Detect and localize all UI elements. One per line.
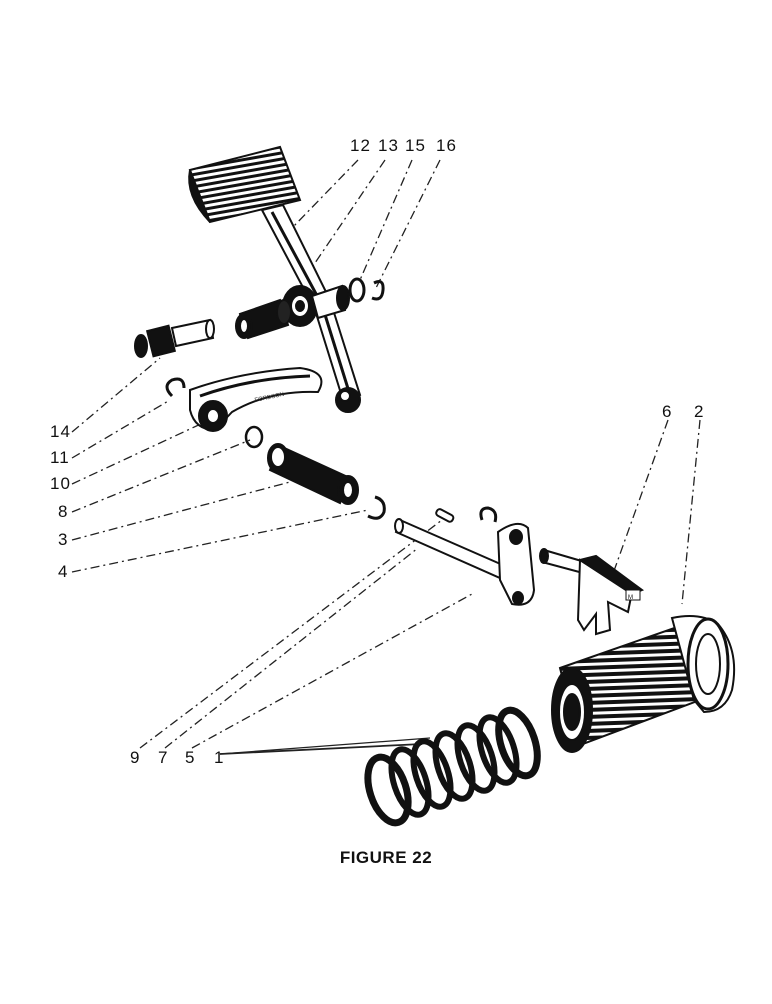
clip-5 (479, 506, 498, 523)
callout-16: 16 (436, 136, 457, 155)
callout-1: 1 (214, 748, 225, 767)
callout-14: 14 (50, 422, 71, 441)
leader-15 (359, 159, 413, 281)
bush-13 (235, 298, 292, 340)
washer-15 (348, 277, 366, 303)
splined-sleeve-2 (551, 615, 736, 753)
leader-6 (609, 419, 669, 583)
lever-10: FORDSON (189, 366, 323, 432)
clip-11 (165, 377, 186, 398)
stud-14 (134, 318, 215, 358)
o-ring-8 (244, 425, 264, 449)
callout-10: 10 (50, 474, 71, 493)
leader-1b (219, 737, 431, 755)
leader-10 (71, 421, 206, 485)
callout-5: 5 (185, 748, 196, 767)
coil-spring-1 (364, 706, 541, 827)
callout-3: 3 (58, 530, 69, 549)
callout-11: 11 (50, 448, 70, 467)
leader-11 (71, 399, 171, 459)
sleeve-3 (267, 443, 359, 505)
callout-6: 6 (662, 402, 673, 421)
leader-12 (291, 159, 359, 229)
fork-6: M (539, 548, 645, 636)
key-9 (435, 508, 455, 523)
clip-4 (367, 495, 386, 520)
leader-14 (71, 357, 161, 433)
leader-13 (299, 159, 386, 286)
brake-pedal (188, 145, 362, 413)
shaft-7 (394, 518, 536, 606)
leader-3 (71, 481, 291, 541)
leader-2 (681, 419, 701, 605)
leader-16 (375, 159, 441, 289)
callout-15: 15 (405, 136, 426, 155)
leader-7 (164, 547, 419, 749)
callout-8: 8 (58, 502, 69, 521)
figure-caption: FIGURE 22 (339, 848, 433, 867)
clip-16 (371, 280, 385, 301)
leader-9 (139, 519, 443, 749)
leader-4 (71, 509, 369, 573)
callout-12: 12 (350, 136, 371, 155)
callout-7: 7 (158, 748, 169, 767)
leader-8 (71, 439, 251, 513)
callout-13: 13 (378, 136, 399, 155)
callout-4: 4 (58, 562, 69, 581)
leader-5 (191, 593, 473, 749)
callout-2: 2 (694, 402, 705, 421)
svg-text:M: M (628, 595, 633, 601)
leader-lines (71, 159, 701, 755)
callout-9: 9 (130, 748, 141, 767)
washer-and-clip (348, 277, 385, 303)
leader-1 (219, 743, 423, 755)
